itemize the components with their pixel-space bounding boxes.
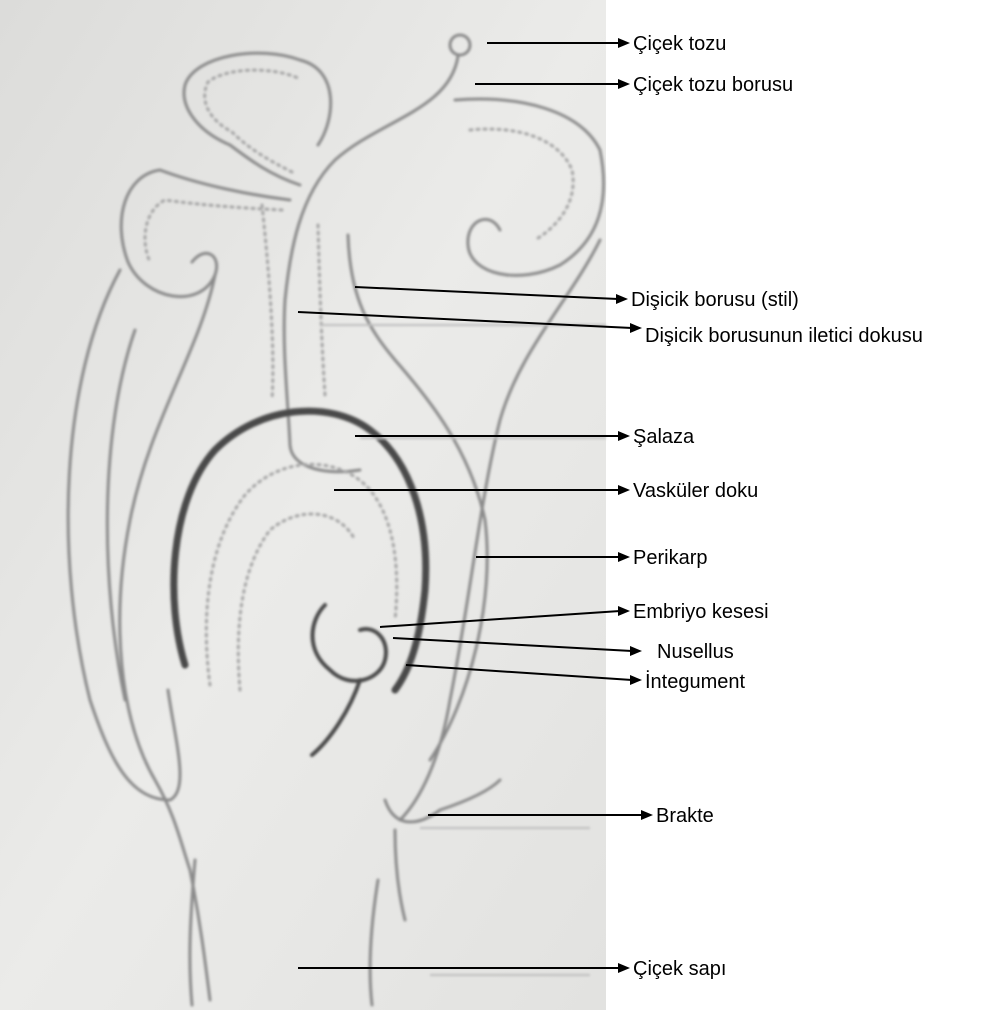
label-vaskuler-doku: Vasküler doku [633, 480, 758, 502]
labels: Çiçek tozu Çiçek tozu borusu Dişicik bor… [631, 33, 923, 980]
label-nusellus: Nusellus [657, 641, 734, 663]
arrowhead [618, 963, 630, 973]
label-cicek-tozu: Çiçek tozu [633, 33, 726, 55]
label-disicik-iletici-doku: Dişicik borusunun iletici dokusu [645, 325, 923, 347]
arrowhead [641, 810, 653, 820]
arrowhead [618, 485, 630, 495]
arrowhead [618, 552, 630, 562]
label-integument: İntegument [645, 670, 746, 693]
label-disicik-borusu: Dişicik borusu (stil) [631, 289, 799, 311]
label-brakte: Brakte [656, 805, 714, 827]
arrowhead [630, 675, 642, 685]
photo-background [0, 0, 606, 1010]
arrowhead [618, 606, 630, 616]
arrowhead [618, 38, 630, 48]
label-salaza: Şalaza [633, 426, 695, 448]
arrowhead [618, 79, 630, 89]
label-cicek-tozu-borusu: Çiçek tozu borusu [633, 74, 793, 96]
label-embriyo-kesesi: Embriyo kesesi [633, 601, 769, 623]
label-cicek-sapi: Çiçek sapı [633, 958, 726, 980]
arrowhead [618, 431, 630, 441]
arrowhead [616, 294, 628, 304]
arrowhead [630, 323, 642, 333]
arrowhead [630, 646, 642, 656]
label-perikarp: Perikarp [633, 547, 707, 569]
